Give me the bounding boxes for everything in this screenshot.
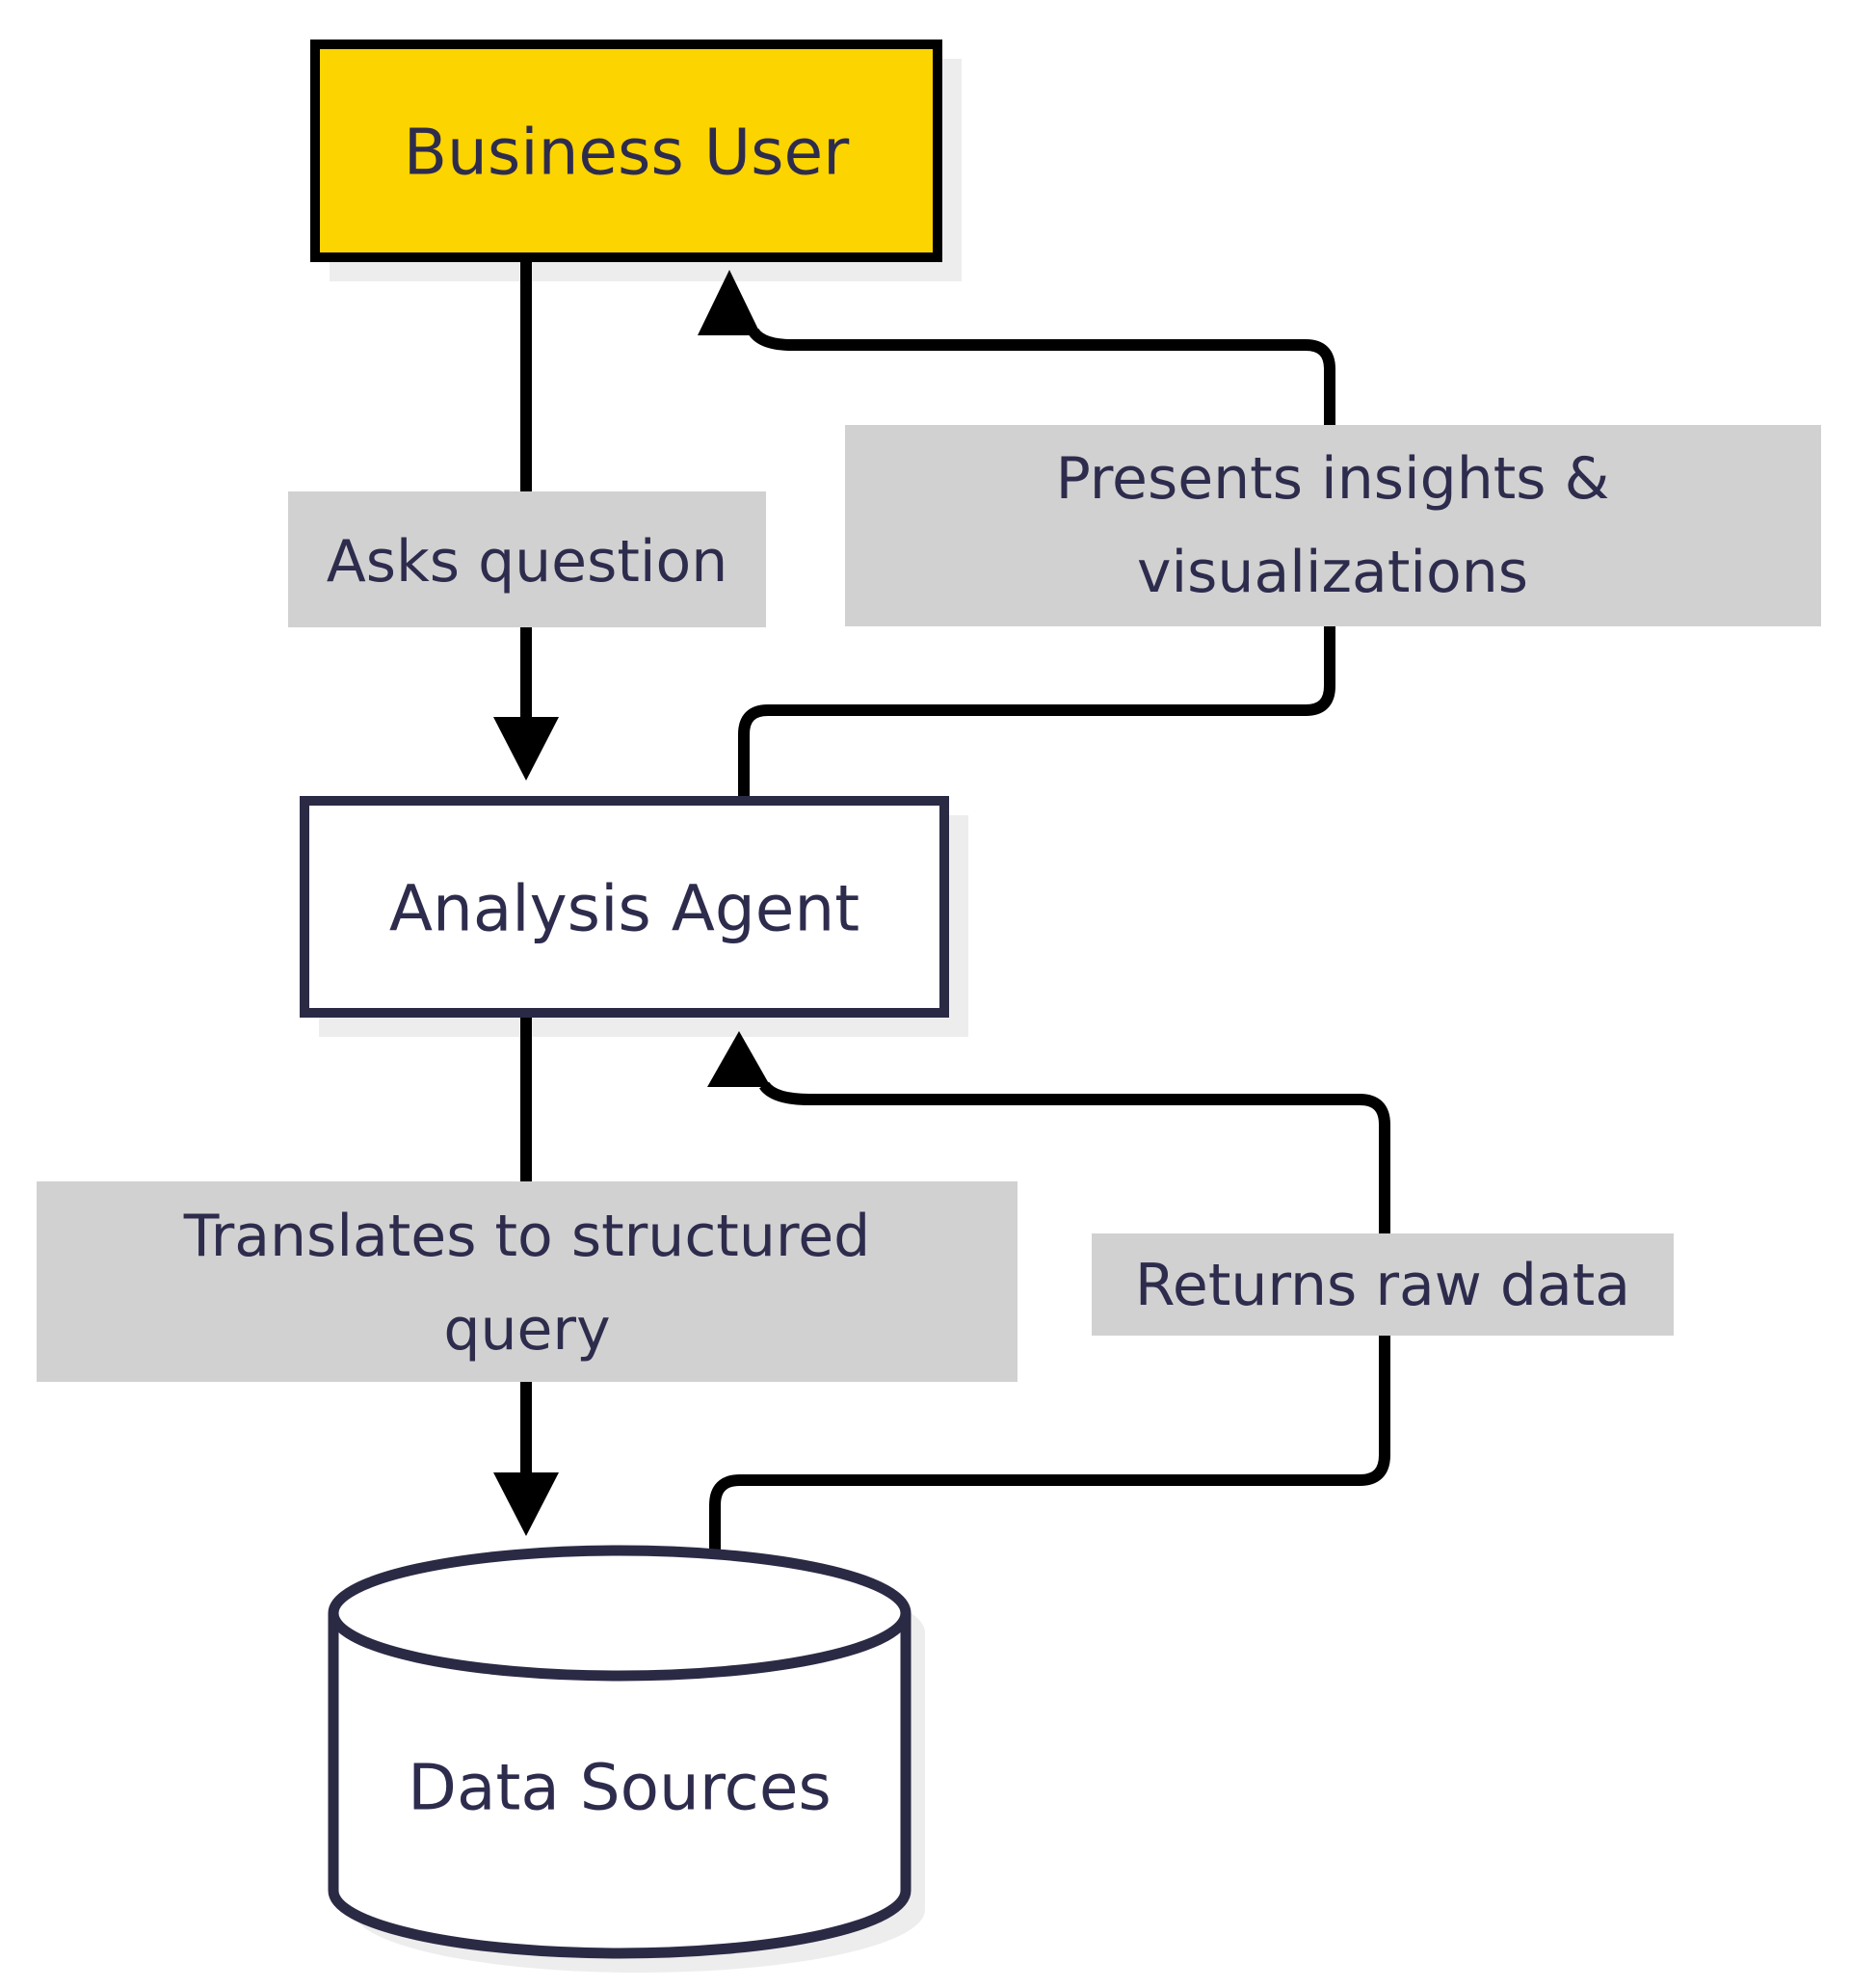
edge-returns-raw-data-label-bg: [1092, 1233, 1674, 1336]
edge-translates-query-label: Translates to structured query: [37, 1181, 1018, 1382]
edge-presents-insights-label-bg: [845, 425, 1821, 626]
business-user-box: [310, 40, 942, 262]
analysis-agent-node: Analysis Agent: [300, 796, 949, 1018]
data-sources-node: Data Sources: [328, 1545, 912, 1959]
analysis-agent-box: [300, 796, 949, 1018]
edge-returns-raw-data: [707, 1031, 1390, 1557]
edge-returns-raw-data-arrowhead-icon: [707, 1031, 771, 1087]
data-sources-label: Data Sources: [408, 1751, 832, 1825]
business-user-node: Business User: [310, 40, 942, 262]
analysis-agent-label: Analysis Agent: [389, 872, 859, 946]
edge-presents-insights-label-line1: Presents insights &: [1056, 445, 1610, 513]
edge-returns-raw-data-label-text: Returns raw data: [1135, 1252, 1630, 1319]
edge-presents-insights-path: [738, 328, 1335, 800]
edge-translates-query-label-bg: [37, 1181, 1018, 1382]
edge-asks-question-label-bg: [288, 491, 766, 627]
edge-translates-query-label-line1: Translates to structured: [183, 1203, 870, 1270]
data-sources-cylinder-top: [328, 1545, 912, 1682]
edge-asks-question-label-text: Asks question: [327, 528, 728, 596]
edge-presents-insights: [698, 270, 1335, 800]
edge-presents-insights-arrowhead-icon: [698, 270, 761, 335]
edge-asks-question-arrowhead-icon: [493, 717, 559, 781]
business-user-label: Business User: [404, 116, 850, 190]
data-sources-cylinder-body: [328, 1613, 912, 1959]
edge-presents-insights-label-line2: visualizations: [1137, 539, 1528, 606]
edge-translates-query-label-line2: query: [443, 1296, 610, 1364]
edge-asks-question-label: Asks question: [288, 491, 766, 627]
edge-presents-insights-label: Presents insights & visualizations: [845, 425, 1821, 626]
edge-returns-raw-data-label: Returns raw data: [1092, 1233, 1674, 1336]
edge-translates-query-arrowhead-icon: [493, 1472, 559, 1536]
edge-returns-raw-data-path: [709, 1081, 1390, 1557]
